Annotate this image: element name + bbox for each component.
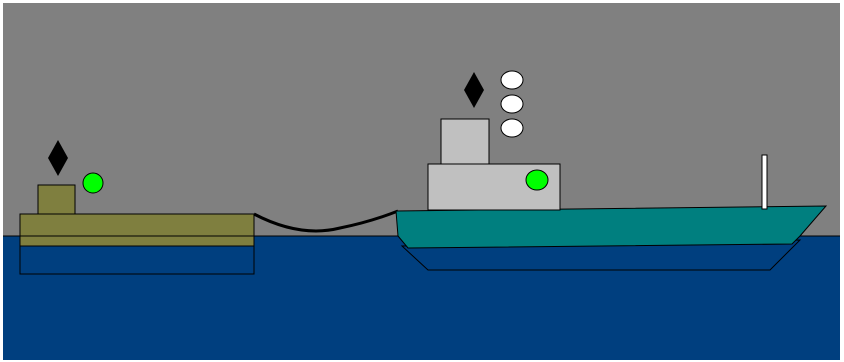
barge-green-sidelight [83, 173, 103, 193]
barge-hull [20, 214, 254, 246]
tug-stern-staff [762, 155, 767, 209]
barge-cabin [38, 185, 75, 214]
water [3, 236, 840, 360]
tug-green-sidelight [526, 170, 548, 190]
sky [3, 3, 840, 236]
tug-hull [396, 206, 826, 248]
tug-masthead-light-bottom [501, 119, 523, 137]
tug-masthead-light-top [501, 71, 523, 89]
tug-masthead-light-middle [501, 95, 523, 113]
tug-wheelhouse [441, 119, 489, 164]
